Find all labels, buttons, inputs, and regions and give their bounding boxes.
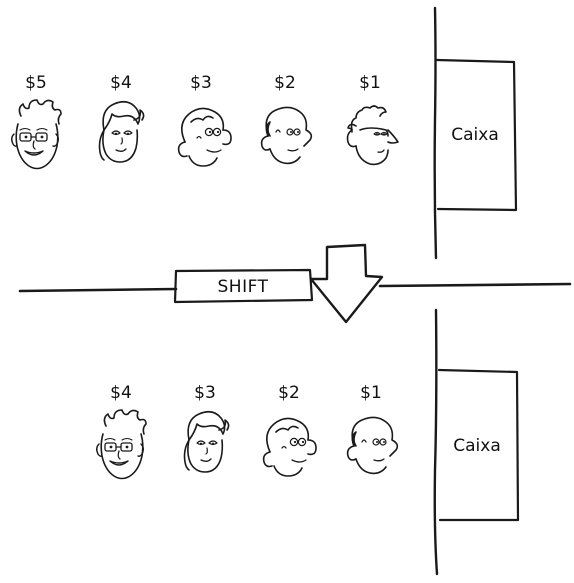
price-label: $1 [359, 73, 381, 93]
bottom-customer-4: $4 [95, 383, 147, 480]
bottom-queue: Caixa $4 $3 $2 $1 [95, 308, 520, 576]
price-label: $4 [110, 73, 132, 93]
big-nose-face-icon [262, 417, 317, 477]
woman-face-icon [98, 100, 145, 163]
price-label: $1 [360, 383, 382, 403]
price-label: $5 [25, 73, 47, 93]
shift-label: SHIFT [218, 277, 269, 297]
glasses-smiling-face-icon [95, 409, 147, 480]
bottom-wall-line [433, 308, 439, 576]
shift-label-box [173, 268, 314, 304]
price-label: $4 [110, 383, 132, 403]
price-label: $2 [278, 383, 300, 403]
bottom-customer-3: $3 [183, 383, 230, 473]
bald-face-icon [346, 416, 399, 475]
shift-separator: SHIFT [18, 243, 572, 324]
big-nose-face-icon [177, 107, 232, 167]
top-queue: Caixa $5 $4 $3 $2 $1 [10, 6, 518, 260]
bottom-customer-1: $1 [346, 383, 399, 475]
woman-face-icon [183, 410, 230, 473]
glasses-smiling-face-icon [10, 99, 62, 170]
separator-line-left [18, 287, 178, 293]
down-arrow-icon [309, 243, 384, 324]
top-customer-4: $4 [98, 73, 145, 163]
top-customer-3: $3 [177, 73, 232, 167]
top-register-box [435, 58, 518, 212]
top-wall-line [433, 6, 438, 260]
top-customer-1: $1 [346, 73, 399, 166]
bald-face-icon [260, 106, 313, 165]
bottom-register-label: Caixa [453, 436, 501, 456]
price-label: $2 [274, 73, 296, 93]
price-label: $3 [194, 383, 216, 403]
bottom-customer-2: $2 [262, 383, 317, 477]
spiky-hair-face-icon [346, 105, 399, 166]
price-label: $3 [190, 73, 212, 93]
top-customer-2: $2 [260, 73, 313, 165]
bottom-register-box [437, 368, 520, 522]
top-register-label: Caixa [451, 125, 499, 145]
separator-line-right [378, 282, 572, 288]
top-customer-5: $5 [10, 73, 62, 170]
